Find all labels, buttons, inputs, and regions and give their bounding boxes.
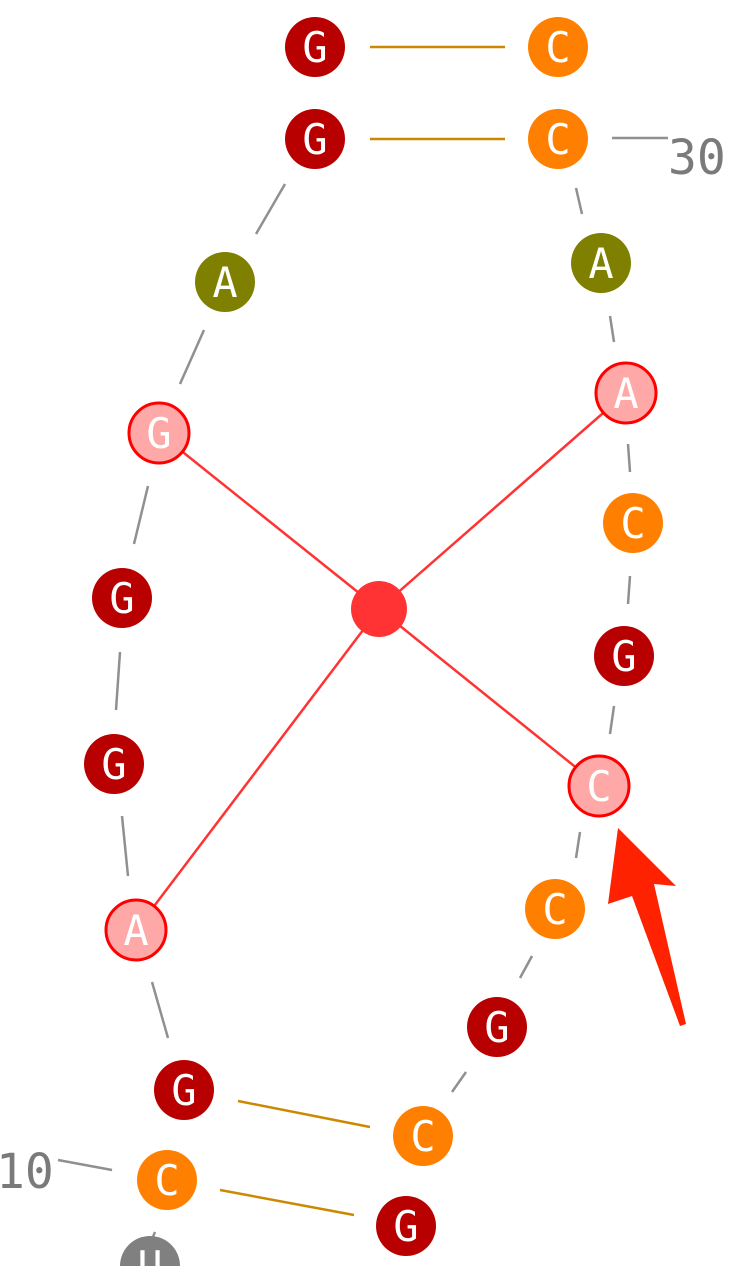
nucleotide-base-label: U	[137, 1242, 162, 1266]
nucleotide-g: G	[376, 1196, 436, 1256]
nucleotide-circle	[594, 361, 658, 425]
backbone-link	[57, 1158, 113, 1172]
nucleotide-circle	[376, 1196, 436, 1256]
nucleotide-g: G	[154, 1060, 214, 1120]
nucleotide-base-label: G	[484, 1003, 509, 1052]
backbone-link	[608, 705, 616, 735]
backbone-link	[574, 831, 582, 859]
nucleotide-g: G	[285, 109, 345, 169]
nucleotide-circle	[84, 734, 144, 794]
base-pair-link	[237, 1099, 371, 1129]
nucleotide-circle	[120, 1236, 180, 1266]
nucleotide-a: A	[104, 898, 168, 962]
nucleotide-a: A	[195, 252, 255, 312]
position-label-10: 10	[0, 1144, 54, 1200]
nucleotide-circle	[525, 879, 585, 939]
nucleotide-g: G	[84, 734, 144, 794]
loop-center-node	[351, 581, 407, 637]
nucleotide-circle	[92, 568, 152, 628]
nucleotide-circle	[528, 17, 588, 77]
backbone-link	[254, 183, 287, 235]
backbone-link	[626, 443, 632, 473]
position-label-30: 30	[668, 130, 726, 186]
nucleotide-base-label: G	[611, 632, 636, 681]
nucleotide-base-label: C	[586, 762, 611, 811]
nucleotide-base-label: G	[393, 1202, 418, 1251]
nucleotide-circle	[467, 997, 527, 1057]
nucleotide-circle	[285, 109, 345, 169]
nucleotide-base-label: G	[109, 574, 134, 623]
nucleotide-a: A	[594, 361, 658, 425]
backbone-link	[150, 981, 170, 1039]
nucleotide-base-label: A	[212, 258, 237, 307]
loop-connector	[158, 432, 380, 610]
nucleotide-c: C	[528, 17, 588, 77]
nucleotide-g: G	[467, 997, 527, 1057]
nucleotide-c: C	[567, 754, 631, 818]
nucleotide-base-label: G	[302, 23, 327, 72]
nucleotide-u: U	[120, 1236, 180, 1266]
nucleotide-base-label: C	[545, 115, 570, 164]
nucleotide-base-label: A	[613, 369, 638, 418]
nucleotide-g: G	[285, 17, 345, 77]
base-pair-link	[219, 1188, 355, 1217]
nucleotide-circle	[571, 233, 631, 293]
nucleotide-circle	[603, 493, 663, 553]
nucleotide-c: C	[528, 109, 588, 169]
nucleotide-a: A	[571, 233, 631, 293]
nucleotide-circle	[528, 109, 588, 169]
loop-connector	[135, 608, 380, 931]
nucleotide-circle	[127, 401, 191, 465]
nucleotide-circle	[285, 17, 345, 77]
backbone-links	[57, 136, 668, 1245]
backbone-link	[114, 651, 122, 711]
nucleotide-circle	[104, 898, 168, 962]
loop-connector	[378, 608, 600, 787]
nucleotide-base-label: G	[146, 409, 171, 458]
nucleotide-g: G	[127, 401, 191, 465]
nucleotide-base-label: A	[123, 906, 148, 955]
backbone-link	[626, 575, 632, 605]
nucleotide-c: C	[393, 1106, 453, 1166]
nucleotide-circle	[393, 1106, 453, 1166]
nucleotide-base-label: C	[545, 23, 570, 72]
nucleotide-base-label: G	[171, 1066, 196, 1115]
nucleotide-g: G	[594, 626, 654, 686]
backbone-link	[178, 329, 206, 385]
nucleotide-base-label: C	[154, 1156, 179, 1205]
nucleotide-circle	[567, 754, 631, 818]
pointer-arrow	[608, 828, 686, 1026]
nucleotide-base-label: G	[101, 740, 126, 789]
nucleotide-circle	[195, 252, 255, 312]
base-pair-links	[219, 45, 505, 1217]
nucleotide-c: C	[137, 1150, 197, 1210]
nucleotide-circle	[137, 1150, 197, 1210]
nucleotide-base-label: C	[410, 1112, 435, 1161]
nucleotide-c: C	[525, 879, 585, 939]
nucleotide-base-label: C	[620, 499, 645, 548]
nucleotide-circle	[154, 1060, 214, 1120]
backbone-link	[574, 187, 584, 215]
loop-connector-lines	[135, 392, 627, 931]
backbone-link	[450, 1071, 468, 1093]
nucleotide-base-label: C	[542, 885, 567, 934]
backbone-link	[132, 485, 150, 545]
nucleotide-layer: GGAGGGAGCUGCGCCGCAACC	[84, 17, 663, 1266]
nucleotide-circle	[594, 626, 654, 686]
loop-connector	[378, 392, 627, 610]
nucleotide-g: G	[92, 568, 152, 628]
nucleotide-base-label: A	[588, 239, 613, 288]
backbone-link	[518, 955, 534, 979]
backbone-link	[120, 815, 130, 877]
backbone-link	[608, 315, 616, 343]
nucleotide-base-label: G	[302, 115, 327, 164]
nucleotide-c: C	[603, 493, 663, 553]
